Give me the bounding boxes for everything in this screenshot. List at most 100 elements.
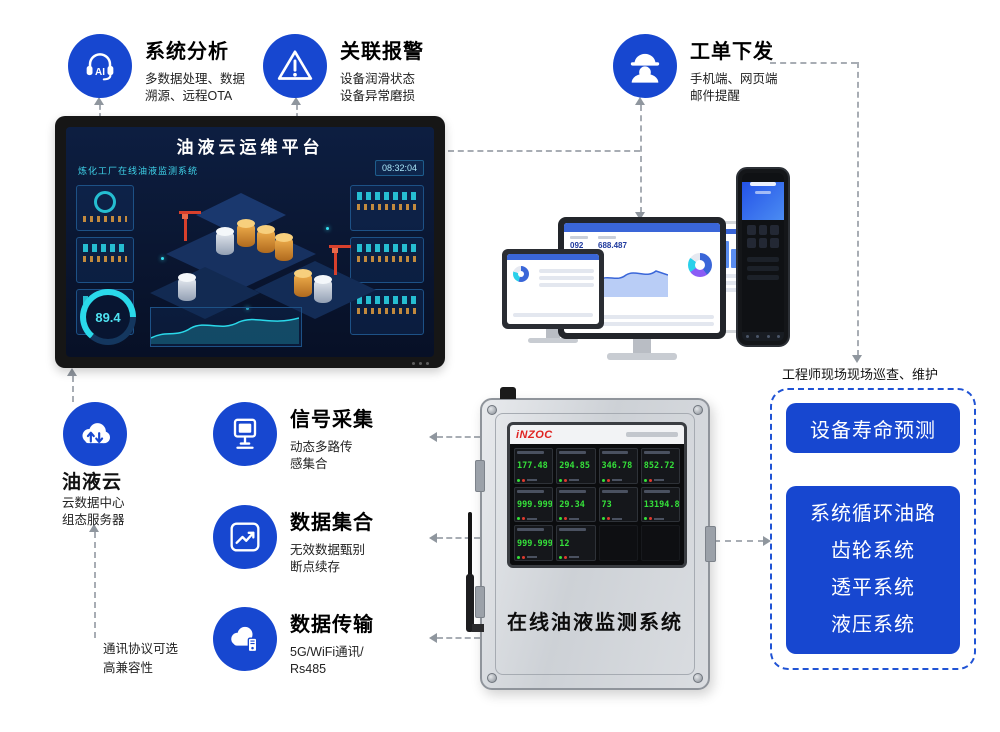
empty-cell — [598, 525, 638, 561]
secondary-monitor — [502, 249, 604, 329]
phone-device — [736, 167, 790, 347]
feature-signal-acquisition: 信号采集 动态多路传 感集合 — [213, 402, 374, 473]
dashboard-widget — [350, 289, 424, 335]
app-grid — [742, 220, 784, 253]
reading-cell: 13194.8 — [640, 486, 680, 523]
dashboard-widget — [350, 185, 424, 231]
reading-cell: 852.72 — [640, 448, 680, 484]
arrowhead-up — [635, 97, 645, 105]
oil-tank — [237, 219, 255, 247]
phone-screen — [742, 173, 784, 341]
app-banner — [742, 182, 784, 220]
oil-tank — [294, 269, 312, 297]
systems-box: 系统循环油路 齿轮系统 透平系统 液压系统 — [786, 486, 960, 654]
platform-title: 油液云运维平台 — [176, 138, 324, 157]
engineer-devices: 092 688.487 — [500, 165, 795, 365]
decor — [507, 254, 599, 260]
donut-chart — [688, 253, 712, 277]
connector — [640, 105, 642, 213]
engineer-caption: 工程师现场现场巡查、维护 — [782, 367, 939, 382]
decor — [747, 266, 779, 271]
decor — [626, 432, 678, 437]
trend-chart-icon — [213, 505, 277, 569]
feature-line: 断点续存 — [290, 560, 341, 574]
life-prediction-box: 设备寿命预测 — [786, 403, 960, 453]
feature-alarm: 关联报警 设备润滑状态 设备异常磨损 — [263, 34, 424, 105]
ai-headset-icon: AI — [68, 34, 132, 98]
dashboard-screen: 油液云运维平台 炼化工厂在线油液监测系统 08:32:04 — [66, 127, 434, 357]
arrowhead-left — [429, 533, 437, 543]
decor — [246, 307, 249, 310]
oil-tank — [178, 273, 196, 301]
decor — [326, 227, 329, 230]
dashboard-widget — [76, 237, 134, 283]
system-item: 液压系统 — [831, 614, 915, 636]
oil-tank — [314, 275, 332, 303]
connector — [437, 537, 480, 539]
monitor-stand — [546, 329, 560, 339]
arrowhead-up — [291, 97, 301, 105]
arrowhead-up — [89, 524, 99, 532]
arrowhead-down — [635, 212, 645, 220]
decor — [357, 204, 417, 210]
brand-logo: iNZOC — [516, 428, 553, 441]
system-item: 透平系统 — [831, 577, 915, 599]
connector — [437, 436, 480, 438]
kpi-row: 092 688.487 — [564, 232, 720, 250]
feature-line: 多数据处理、数据 — [145, 72, 246, 86]
feature-system-analysis: AI 系统分析 多数据处理、数据 溯源、远程OTA — [68, 34, 245, 105]
dashboard-widget — [76, 185, 134, 231]
monitor-stand — [528, 338, 578, 343]
system-item: 齿轮系统 — [831, 540, 915, 562]
decor — [161, 257, 164, 260]
kpi-gauge: 89.4 — [80, 289, 136, 345]
kpi-value: 092 — [570, 241, 584, 250]
readings-grid: 177.48 294.85 346.78 852.72 999.999 29.3… — [510, 444, 684, 565]
connector — [857, 62, 859, 356]
reading-cell: 294.85 — [556, 448, 596, 484]
decor — [83, 216, 127, 222]
decor — [83, 256, 127, 262]
cloud-title: 油液云 — [62, 472, 123, 493]
arrowhead-left — [429, 633, 437, 643]
sensor-display-icon — [213, 402, 277, 466]
feature-title: 数据集合 — [290, 512, 374, 534]
feature-work-order: 工单下发 手机端、网页端 邮件提醒 — [613, 34, 778, 105]
cloud-node — [63, 402, 127, 466]
crane — [179, 211, 201, 241]
screw — [693, 405, 703, 415]
empty-cell — [640, 525, 680, 561]
dashboard-clock: 08:32:04 — [374, 160, 424, 176]
hinge — [475, 586, 485, 618]
feature-line: 邮件提醒 — [690, 89, 741, 103]
decor — [357, 296, 417, 304]
arrowhead-up — [67, 368, 77, 376]
alert-triangle-icon — [263, 34, 327, 98]
latch — [705, 526, 716, 562]
feature-title: 工单下发 — [690, 41, 774, 63]
connector — [770, 62, 857, 64]
arrowhead-right — [763, 536, 771, 546]
protocol-note-line: 通讯协议可选 — [103, 642, 179, 656]
monitoring-device: iNZOC 177.48 294.85 346.78 852.72 999.99… — [466, 387, 716, 690]
device-label: 在线油液监测系统 — [507, 612, 683, 634]
cloud-line: 组态服务器 — [62, 513, 125, 527]
connector — [714, 540, 764, 542]
feature-line: 溯源、远程OTA — [145, 89, 233, 103]
reading-cell: 346.78 — [598, 448, 638, 484]
cloud-sync-icon — [63, 402, 127, 466]
feature-data-aggregation: 数据集合 无效数据甄别 断点续存 — [213, 505, 374, 576]
connector — [437, 637, 480, 639]
device-screen-header: iNZOC — [510, 425, 684, 444]
feature-line: 动态多路传 — [290, 440, 353, 454]
reading-cell: 177.48 — [514, 448, 554, 484]
feature-line: 设备润滑状态 — [340, 72, 416, 86]
decor — [83, 244, 127, 252]
cloud-transmit-icon — [213, 607, 277, 671]
oil-tank — [275, 233, 293, 261]
decor — [94, 191, 116, 213]
screw — [693, 673, 703, 683]
monitor-stand — [633, 339, 651, 354]
dashboard-trend-chart — [150, 307, 302, 347]
monitor-stand — [607, 353, 677, 360]
